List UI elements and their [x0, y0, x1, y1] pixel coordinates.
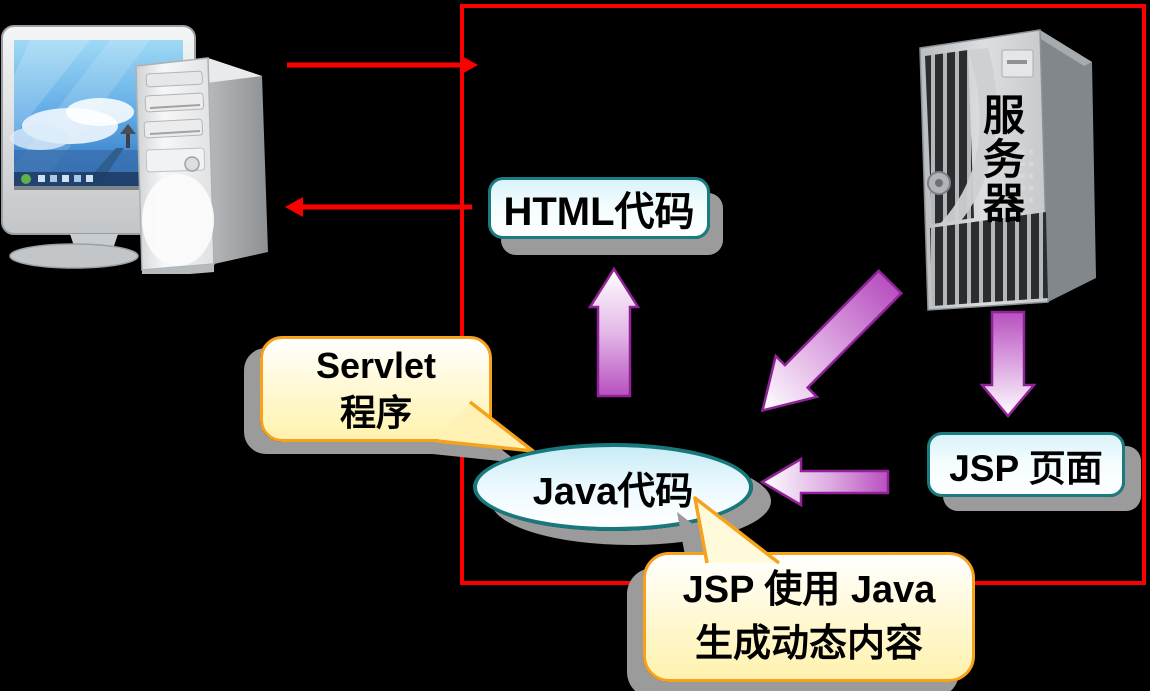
java-code-label: Java代码: [532, 470, 694, 513]
jsp-callout-line1: JSP 使用 Java: [682, 569, 936, 611]
server-leds: [1016, 149, 1034, 203]
jsp-page-label: JSP 页面: [949, 447, 1103, 489]
request-arrow: [287, 55, 478, 75]
servlet-callout-line2: 程序: [339, 392, 412, 433]
monitor-stand-base: [9, 243, 139, 269]
server-icon: [919, 29, 1096, 311]
server-grille-bottom: [930, 212, 1048, 306]
response-arrow: [285, 197, 472, 217]
jsp-page-box: JSP 页面: [927, 432, 1125, 497]
jsp-callout-line2: 生成动态内容: [694, 623, 923, 665]
html-code-box: HTML代码: [488, 177, 710, 239]
servlet-callout-line1: Servlet: [315, 345, 437, 386]
jsp-callout: JSP 使用 Java 生成动态内容: [643, 552, 975, 682]
jsp-callout-tail: [693, 496, 781, 565]
client-computer-icon: [1, 25, 268, 274]
desktop-tower: [135, 57, 268, 274]
html-code-label: HTML代码: [503, 190, 695, 234]
server-label: 服 务 器: [982, 92, 1025, 227]
